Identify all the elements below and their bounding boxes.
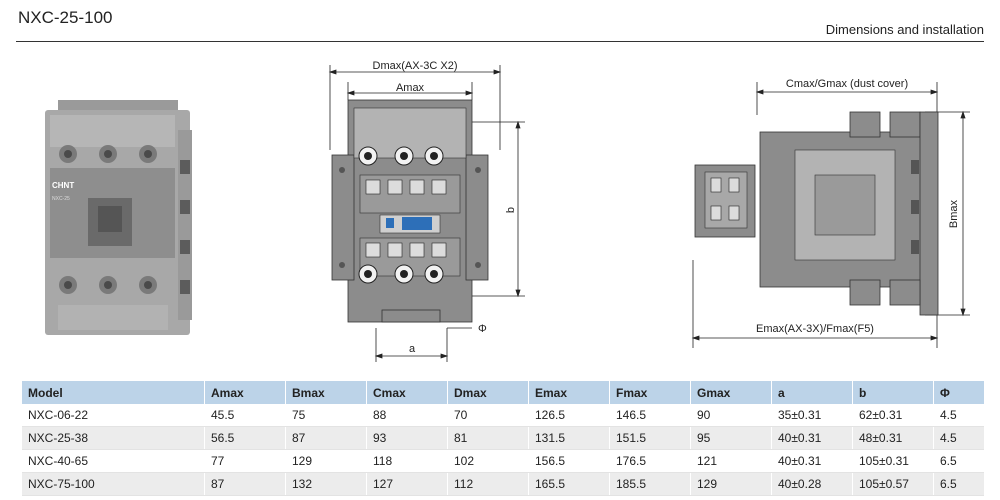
table-row: NXC-40-65 77 129 118 102 156.5 176.5 121… xyxy=(22,449,984,473)
emax-fmax-label: Emax(AX-3X)/Fmax(F5) xyxy=(756,323,874,335)
table-cell: 48±0.31 xyxy=(852,426,934,450)
table-cell: 40±0.31 xyxy=(771,449,853,473)
page-title: NXC-25-100 xyxy=(18,8,113,27)
photo-brand: CHNT xyxy=(52,181,74,190)
table-cell: 4.5 xyxy=(933,426,984,450)
table-cell: 81 xyxy=(447,426,529,450)
table-cell: 105±0.57 xyxy=(852,472,934,496)
table-cell: 6.5 xyxy=(933,449,984,473)
table-cell: 126.5 xyxy=(528,404,610,427)
table-cell: 90 xyxy=(690,404,772,427)
table-cell: NXC-40-65 xyxy=(22,449,205,473)
col-header: Amax xyxy=(204,381,286,404)
cmax-gmax-label: Cmax/Gmax (dust cover) xyxy=(786,78,908,90)
table-cell: 129 xyxy=(285,449,367,473)
dmax-label: Dmax(AX-3C X2) xyxy=(373,60,458,72)
table-cell: 185.5 xyxy=(609,472,691,496)
col-header: Cmax xyxy=(366,381,448,404)
b-label: b xyxy=(505,207,517,213)
table-cell: NXC-25-38 xyxy=(22,426,205,450)
bmax-label: Bmax xyxy=(948,199,960,228)
col-header: Model xyxy=(22,381,205,404)
table-cell: 45.5 xyxy=(204,404,286,427)
photo-model-marking: NXC-25 xyxy=(52,196,70,202)
table-cell: 40±0.28 xyxy=(771,472,853,496)
a-label: a xyxy=(409,343,416,355)
table-cell: 95 xyxy=(690,426,772,450)
table-cell: 4.5 xyxy=(933,404,984,427)
table-row: NXC-75-100 87 132 127 112 165.5 185.5 12… xyxy=(22,472,984,496)
section-title: Dimensions and installation xyxy=(825,22,984,37)
table-cell: 70 xyxy=(447,404,529,427)
table-cell: NXC-06-22 xyxy=(22,404,205,427)
table-cell: 112 xyxy=(447,472,529,496)
col-header: Gmax xyxy=(690,381,772,404)
table-cell: 131.5 xyxy=(528,426,610,450)
table-cell: 77 xyxy=(204,449,286,473)
dimensions-table: Model Amax Bmax Cmax Dmax Emax Fmax Gmax… xyxy=(22,381,984,496)
table-cell: 87 xyxy=(285,426,367,450)
table-cell: NXC-75-100 xyxy=(22,472,205,496)
amax-label: Amax xyxy=(396,82,425,94)
header-divider xyxy=(16,41,984,42)
table-cell: 156.5 xyxy=(528,449,610,473)
col-header: Φ xyxy=(933,381,984,404)
table-cell: 88 xyxy=(366,404,448,427)
col-header: Emax xyxy=(528,381,610,404)
table-cell: 75 xyxy=(285,404,367,427)
table-cell: 40±0.31 xyxy=(771,426,853,450)
table-cell: 56.5 xyxy=(204,426,286,450)
table-cell: 165.5 xyxy=(528,472,610,496)
table-cell: 121 xyxy=(690,449,772,473)
col-header: Bmax xyxy=(285,381,367,404)
table-row: NXC-06-22 45.5 75 88 70 126.5 146.5 90 3… xyxy=(22,404,984,427)
side-view-drawing: Cmax/Gmax (dust cover) Bmax Emax(AX-3X)/… xyxy=(691,78,970,348)
contactor-photo: CHNT NXC-25 xyxy=(45,100,192,335)
table-cell: 129 xyxy=(690,472,772,496)
table-cell: 102 xyxy=(447,449,529,473)
table-cell: 35±0.31 xyxy=(771,404,853,427)
col-header: b xyxy=(852,381,934,404)
col-header: Dmax xyxy=(447,381,529,404)
table-cell: 62±0.31 xyxy=(852,404,934,427)
table-row: NXC-25-38 56.5 87 93 81 131.5 151.5 95 4… xyxy=(22,426,984,450)
table-cell: 93 xyxy=(366,426,448,450)
table-cell: 146.5 xyxy=(609,404,691,427)
table-cell: 176.5 xyxy=(609,449,691,473)
col-header: Fmax xyxy=(609,381,691,404)
table-cell: 151.5 xyxy=(609,426,691,450)
table-cell: 132 xyxy=(285,472,367,496)
table-cell: 127 xyxy=(366,472,448,496)
table-header-row: Model Amax Bmax Cmax Dmax Emax Fmax Gmax… xyxy=(22,381,984,404)
table-cell: 87 xyxy=(204,472,286,496)
table-cell: 118 xyxy=(366,449,448,473)
phi-label: Φ xyxy=(478,323,487,335)
front-view-drawing: Dmax(AX-3C X2) Amax b a Φ xyxy=(328,60,525,362)
table-cell: 6.5 xyxy=(933,472,984,496)
table-cell: 105±0.31 xyxy=(852,449,934,473)
col-header: a xyxy=(771,381,853,404)
